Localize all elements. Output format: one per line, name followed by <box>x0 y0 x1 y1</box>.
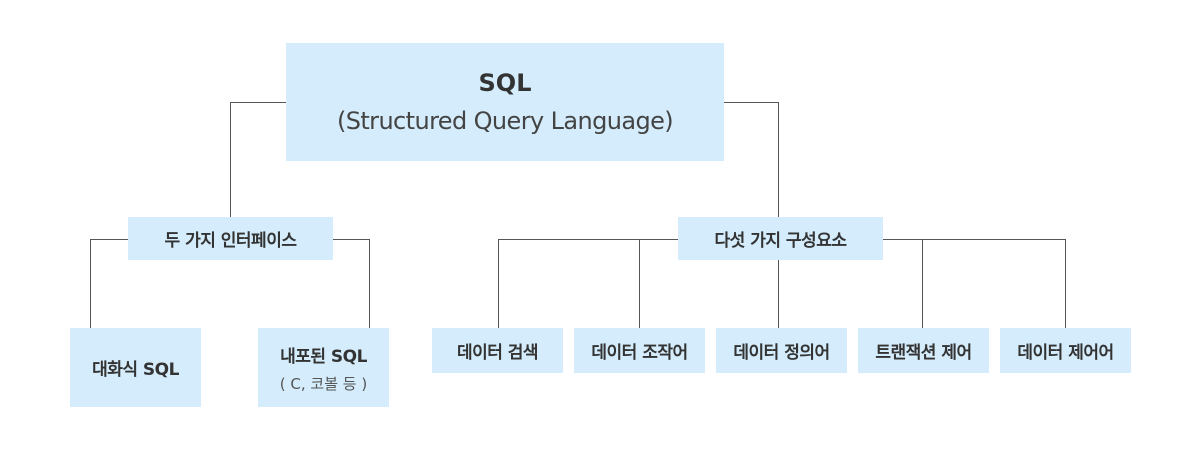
interactive-sql-label: 대화식 SQL <box>92 360 179 380</box>
embedded-sql-label: 내포된 SQL <box>280 346 367 367</box>
data-definition-label: 데이터 정의어 <box>733 343 830 363</box>
data-manipulation-label: 데이터 조작어 <box>591 343 688 363</box>
connector-components-right-bar <box>883 239 1066 328</box>
components-label: 다섯 가지 구성요소 <box>714 231 847 251</box>
connector-interfaces-embedded <box>333 239 370 328</box>
node-data-definition: 데이터 정의어 <box>716 328 847 373</box>
connector-root-interfaces <box>230 102 287 217</box>
interfaces-label: 두 가지 인터페이스 <box>164 231 297 251</box>
embedded-sql-sublabel: ( C, 코볼 등 ) <box>279 374 368 393</box>
node-data-manipulation: 데이터 조작어 <box>574 328 705 373</box>
data-search-label: 데이터 검색 <box>456 343 539 363</box>
node-five-components: 다섯 가지 구성요소 <box>678 217 883 260</box>
root-title: SQL <box>478 69 532 97</box>
connector-interfaces-interactive <box>90 239 128 328</box>
root-node-sql: SQL (Structured Query Language) <box>286 43 724 161</box>
connector-components-left-bar <box>498 239 678 328</box>
root-subtitle: (Structured Query Language) <box>336 107 674 135</box>
node-data-control: 데이터 제어어 <box>1000 328 1131 373</box>
node-transaction-control: 트랜잭션 제어 <box>858 328 989 373</box>
node-embedded-sql: 내포된 SQL ( C, 코볼 등 ) <box>258 328 389 407</box>
transaction-control-label: 트랜잭션 제어 <box>875 343 972 363</box>
node-two-interfaces: 두 가지 인터페이스 <box>128 217 333 260</box>
node-interactive-sql: 대화식 SQL <box>70 328 201 407</box>
connector-root-components <box>724 102 779 217</box>
data-control-label: 데이터 제어어 <box>1017 343 1114 363</box>
node-data-search: 데이터 검색 <box>432 328 563 373</box>
